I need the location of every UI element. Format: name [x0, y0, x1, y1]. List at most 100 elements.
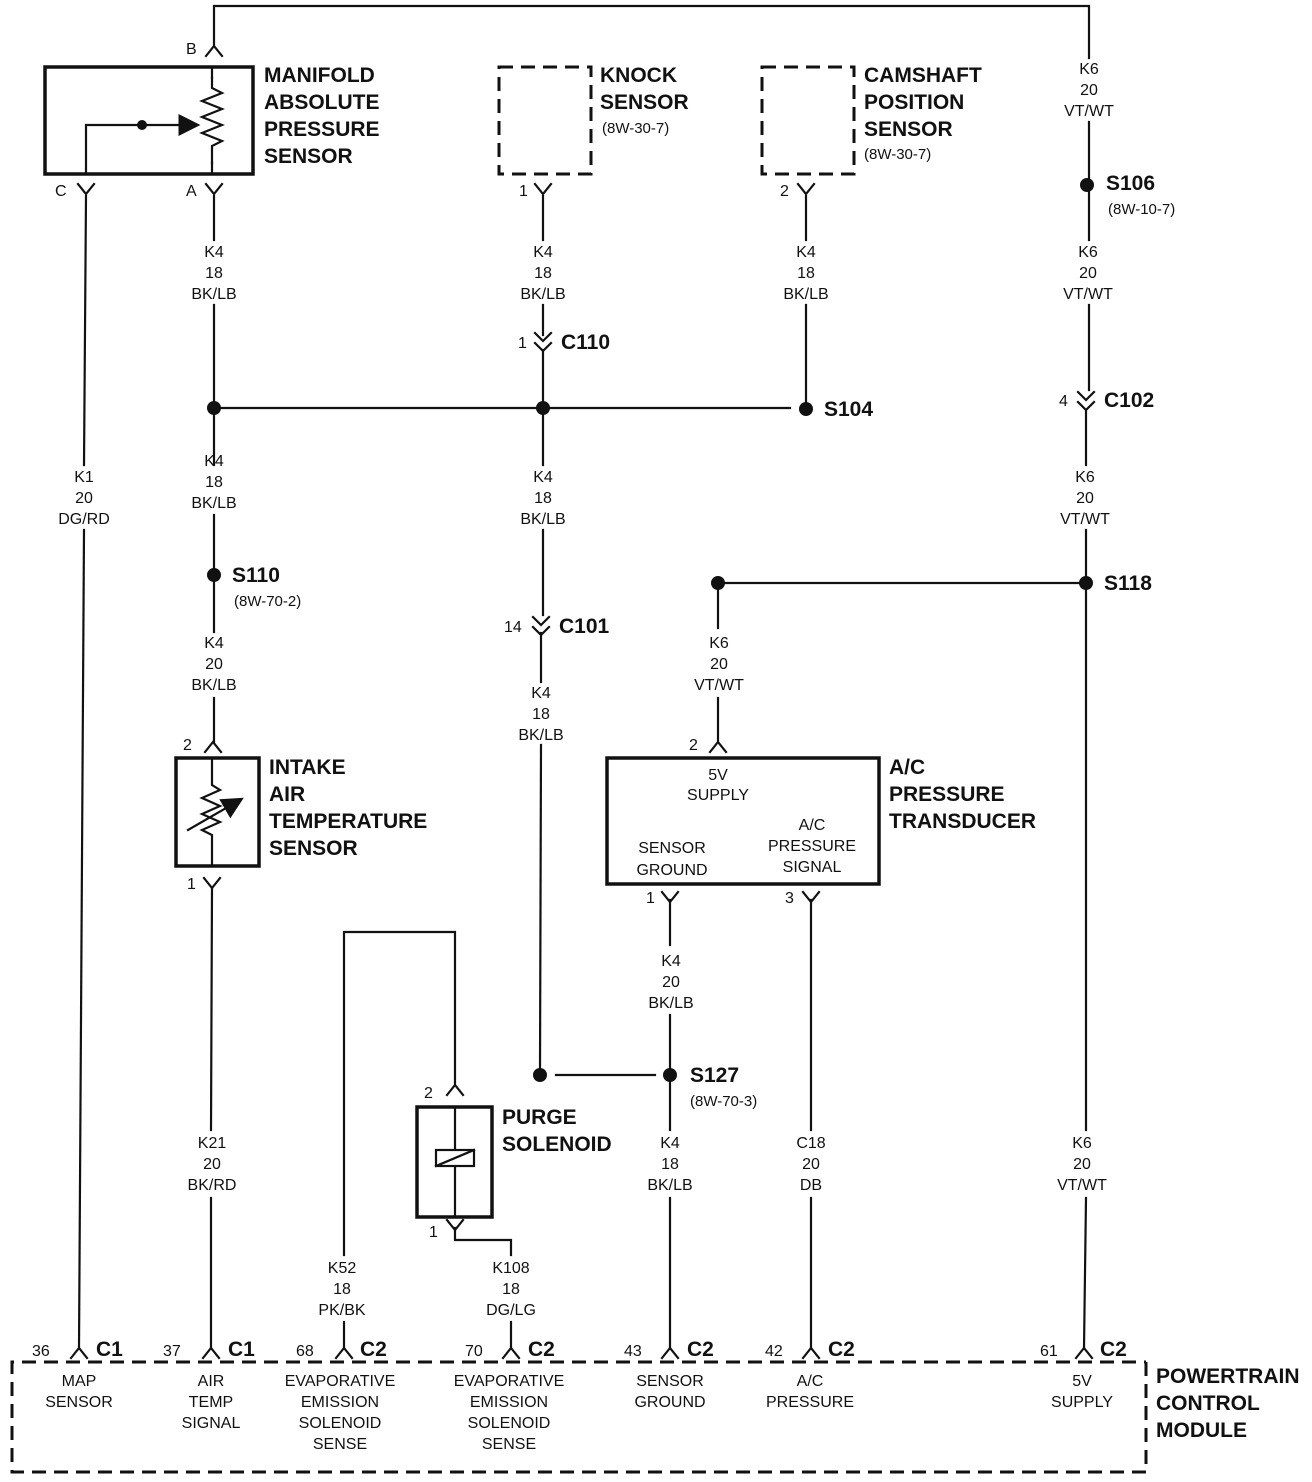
pcm-pin-sensor-ground: 43 C2 SENSOR GROUND: [624, 1338, 714, 1411]
pcm-pin-label-line: TEMP: [189, 1394, 233, 1411]
pin-terminal: [445, 1083, 465, 1097]
pcm-pin-label-line: SOLENOID: [299, 1415, 382, 1432]
wire-label-c18: C18 20 DB: [796, 1135, 825, 1194]
camshaft-sensor-name-line: CAMSHAFT: [864, 64, 982, 87]
pin-terminals: [69, 44, 1096, 1360]
wire-label-line: 20: [1080, 82, 1098, 99]
wire-label-k6-ac: K6 20 VT/WT: [694, 635, 744, 694]
pcm-pin-number: 43: [624, 1343, 642, 1360]
wire-k1: [82, 194, 88, 467]
splice-s127-label: S127: [690, 1064, 739, 1087]
pin-terminal: [76, 182, 96, 196]
pin-terminal: [1074, 1346, 1094, 1360]
pcm-pin-label-line: EMISSION: [301, 1394, 379, 1411]
pcm-pin-label-line: SOLENOID: [468, 1415, 551, 1432]
pin-terminal: [801, 1346, 821, 1360]
wire-label-line: 18: [534, 490, 552, 507]
knock-sensor-name-line: SENSOR: [600, 91, 689, 114]
wire-label-line: 20: [1076, 490, 1094, 507]
wire-label-line: BK/LB: [191, 677, 236, 694]
wire-label-line: 18: [532, 706, 550, 723]
pcm-pin-label-line: 5V: [1072, 1373, 1092, 1390]
splice-s110-dot: [207, 568, 221, 582]
wire-label-line: K4: [660, 1135, 680, 1152]
splice-dot: [536, 401, 550, 415]
pcm-pin-label-line: SENSOR: [636, 1373, 704, 1390]
wire-label-line: K4: [533, 244, 553, 261]
pcm-pin-label-line: GROUND: [634, 1394, 705, 1411]
connector-c101-label: C101: [559, 615, 610, 638]
solenoid-coil-icon: [434, 1148, 476, 1168]
ac-signal-label-line: SIGNAL: [783, 859, 842, 876]
map-sensor-name-line: MANIFOLD: [264, 64, 375, 87]
wire-label-k1: K1 20 DG/RD: [58, 469, 110, 528]
map-sensor: MANIFOLD ABSOLUTE PRESSURE SENSOR B A C: [43, 41, 380, 200]
ac-ground-label-line: SENSOR: [638, 840, 706, 857]
pcm-pin-connector: C2: [528, 1338, 555, 1361]
splice-s110-ref: (8W-70-2): [234, 593, 301, 610]
ac-signal-label-line: A/C: [799, 817, 826, 834]
ac-ground-label-line: GROUND: [636, 862, 707, 879]
pcm-pin-connector: C2: [1100, 1338, 1127, 1361]
powertrain-control-module: POWERTRAIN CONTROL MODULE 36 C1 MAP SENS…: [10, 1338, 1300, 1474]
wire-k4-center-low-b: [538, 743, 543, 1072]
ac-transducer-box: [605, 756, 881, 886]
pin-terminal: [69, 1346, 89, 1360]
iat-sensor-variable-arrow: [186, 797, 244, 832]
pcm-pin-label-line: SENSE: [482, 1436, 536, 1453]
pcm-pin-label-line: MAP: [62, 1373, 97, 1390]
pin-terminal: [204, 182, 224, 196]
pcm-pin-label-line: AIR: [198, 1373, 225, 1390]
connector-c101-mark: [531, 625, 551, 637]
connector-c101-pin: 14: [504, 619, 522, 636]
wire-label-line: VT/WT: [694, 677, 744, 694]
wire-label-k6-top: K6 20 VT/WT: [1064, 61, 1114, 120]
wire-label-line: DB: [800, 1177, 822, 1194]
wire-label-line: K4: [204, 244, 224, 261]
connector-c102-mark: [1076, 390, 1096, 402]
pcm-pin-connector: C1: [96, 1338, 123, 1361]
wire-label-line: BK/LB: [191, 286, 236, 303]
wire-label-line: VT/WT: [1060, 511, 1110, 528]
wire-label-line: BK/LB: [191, 495, 236, 512]
wire-label-line: 18: [661, 1156, 679, 1173]
wire-label-line: K6: [709, 635, 729, 652]
pin-label: B: [186, 41, 197, 58]
pin-terminal: [796, 182, 816, 196]
iat-sensor: INTAKE AIR TEMPERATURE SENSOR 2 1: [174, 737, 427, 893]
pcm-pin-connector: C2: [687, 1338, 714, 1361]
pin-label: 1: [429, 1224, 438, 1241]
wire-label-line: 18: [797, 265, 815, 282]
wire-label-line: 20: [205, 656, 223, 673]
pcm-pin-number: 36: [32, 1343, 50, 1360]
wire-label-line: VT/WT: [1064, 103, 1114, 120]
iat-sensor-resistor-icon: [199, 756, 223, 868]
splice-dot: [711, 576, 725, 590]
pcm-pin-label-line: EVAPORATIVE: [454, 1373, 565, 1390]
pin-terminal: [533, 182, 553, 196]
pcm-pin-evap-sense-70: 70 C2 EVAPORATIVE EMISSION SOLENOID SENS…: [454, 1338, 565, 1453]
wire-label-k4-ac-ground: K4 20 BK/LB: [648, 953, 693, 1012]
pcm-name-line: CONTROL: [1156, 1392, 1260, 1415]
connector-c110-label: C110: [561, 331, 610, 354]
wire-label-line: K4: [531, 685, 551, 702]
iat-sensor-name-line: AIR: [269, 783, 305, 806]
wire-label-k6-mid: K6 20 VT/WT: [1063, 244, 1113, 303]
pin-label: 3: [785, 890, 794, 907]
wire-label-line: K4: [204, 453, 224, 470]
wire-k108: [453, 1226, 513, 1257]
wire-k6-bot-b: [1082, 1196, 1088, 1350]
wire-label-line: 18: [205, 265, 223, 282]
wire-label-line: K21: [198, 1135, 227, 1152]
connector-c102-mark: [1076, 400, 1096, 412]
pcm-pin-5v-supply: 61 C2 5V SUPPLY: [1040, 1338, 1127, 1411]
map-sensor-wiper-dot: [137, 120, 147, 130]
wire-label-k108: K108 18 DG/LG: [486, 1260, 536, 1319]
pin-label: 2: [424, 1085, 433, 1102]
wire-label-line: K4: [204, 635, 224, 652]
splice-labels: S106 (8W-10-7) S104 S110 (8W-70-2) S118 …: [232, 172, 1175, 1110]
wire-label-k4-center-low: K4 18 BK/LB: [518, 685, 563, 744]
wire-label-line: K4: [661, 953, 681, 970]
pin-label: C: [55, 183, 67, 200]
wire-label-line: DG/LG: [486, 1302, 536, 1319]
